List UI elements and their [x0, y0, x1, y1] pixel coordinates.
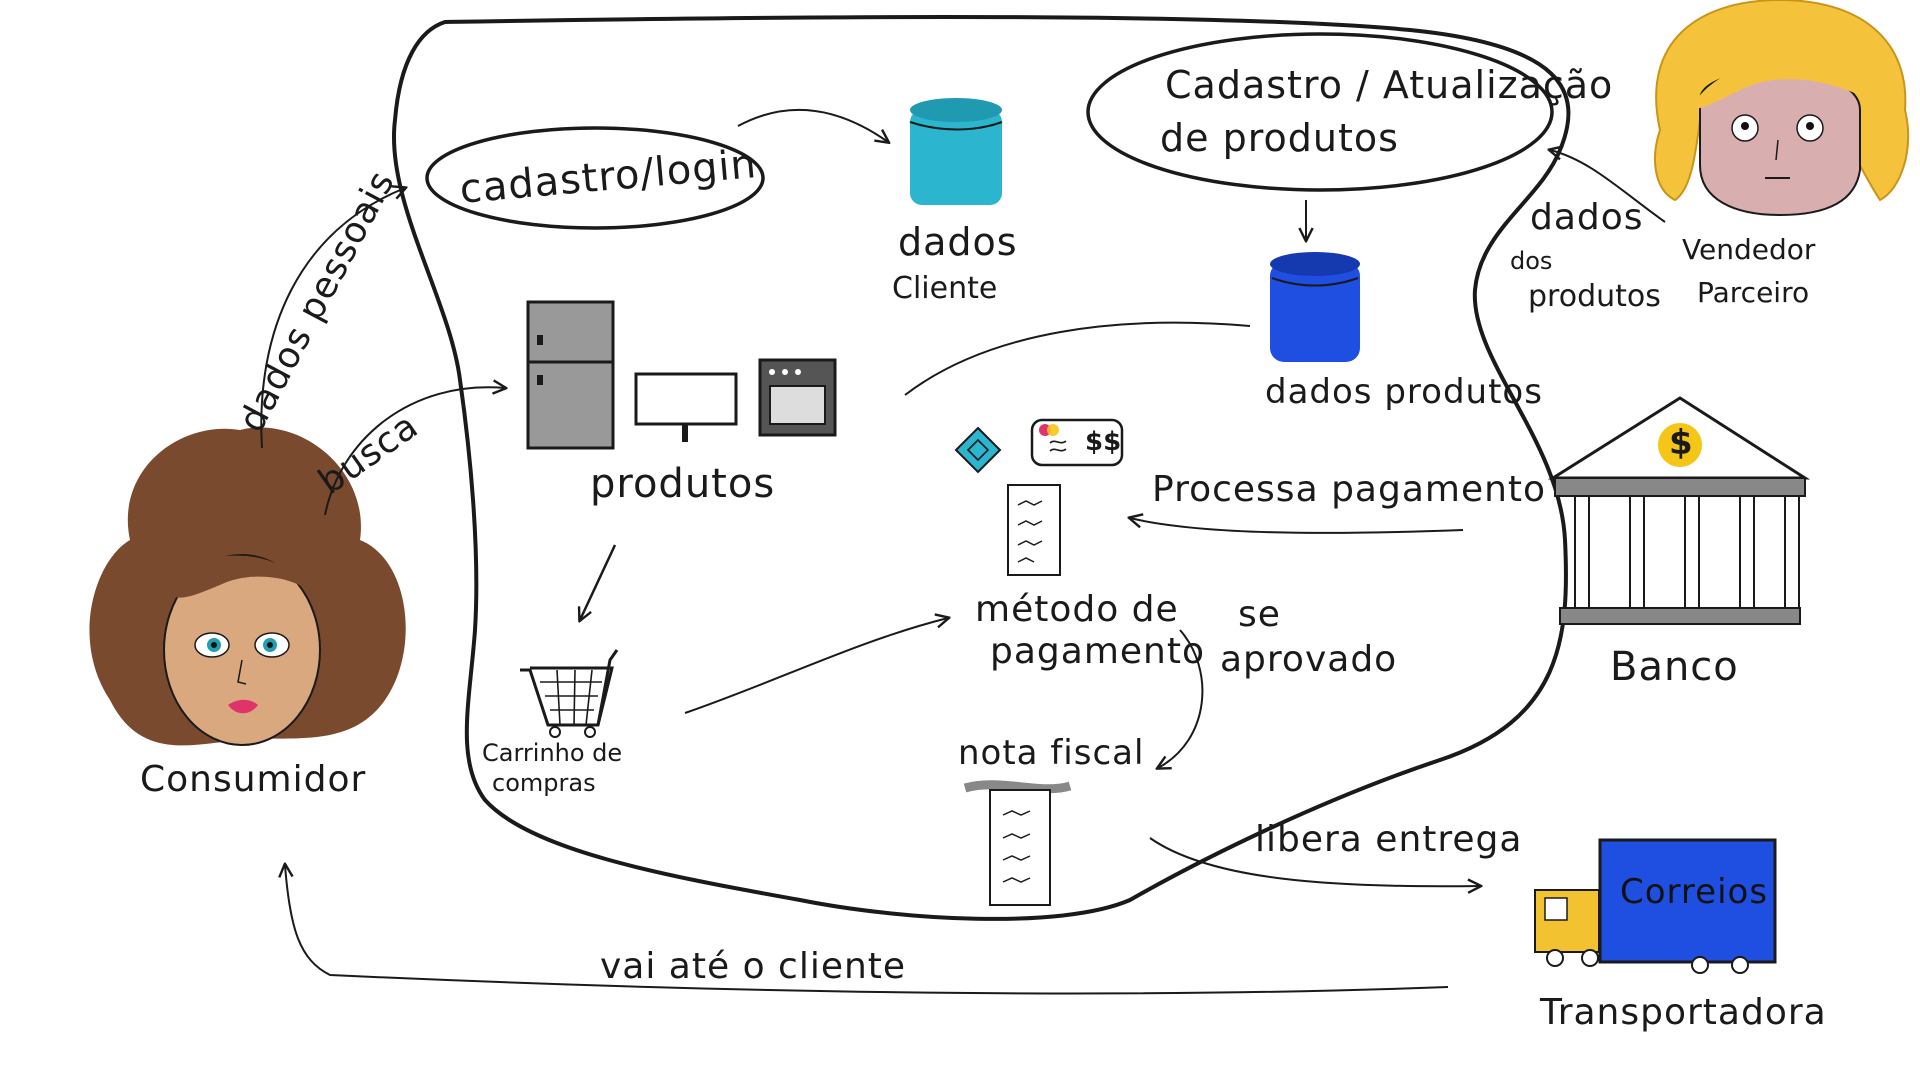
- flow-libera-entrega: [1149, 837, 1480, 886]
- database-icon: [909, 98, 1003, 205]
- label-nota-fiscal: nota fiscal: [958, 733, 1145, 773]
- label-banco: Banco: [1610, 644, 1739, 690]
- flow-login-to-db: [737, 108, 888, 142]
- label-vai-ate-cliente: vai até o cliente: [600, 946, 907, 987]
- seller-avatar-icon: [1654, 0, 1910, 217]
- flow-db-to-produtos: [904, 321, 1251, 396]
- receipt-icon: [1007, 484, 1061, 576]
- label-dados-produtos: dados produtos: [1265, 372, 1543, 412]
- label-metodo-1: método de: [975, 589, 1179, 630]
- label-card: $$: [1085, 427, 1122, 457]
- cadastro-produtos-process: [1086, 32, 1554, 192]
- label-dados-cliente-2: Cliente: [892, 271, 998, 306]
- shopping-cart-icon: [520, 649, 619, 738]
- label-libera-entrega: libera entrega: [1255, 819, 1523, 860]
- receipt-icon: [963, 780, 1072, 906]
- label-bank-symbol: $: [1669, 423, 1694, 463]
- label-processa-pagamento: Processa pagamento: [1152, 469, 1547, 510]
- label-se-aprovado-1: se: [1238, 594, 1281, 635]
- flow-produtos-to-carrinho: [580, 544, 617, 620]
- label-se-aprovado-2: aprovado: [1220, 639, 1398, 680]
- label-produtos: produtos: [590, 461, 776, 507]
- flow-carrinho-to-metodo: [684, 618, 948, 714]
- flow-busca: [324, 387, 505, 516]
- truck-icon: [1534, 838, 1777, 974]
- database-icon: [1270, 252, 1360, 362]
- label-consumidor: Consumidor: [140, 759, 367, 800]
- label-cadastro-atualizacao-2: de produtos: [1160, 116, 1399, 160]
- flow-dados-pessoais: [260, 188, 405, 449]
- label-dados-dos-produtos-1: dados: [1530, 197, 1644, 238]
- label-metodo-2: pagamento: [990, 631, 1205, 672]
- flow-vendedor-dados: [1550, 150, 1666, 223]
- monitor-icon: [634, 372, 738, 442]
- label-dados-cliente-1: dados: [898, 220, 1018, 264]
- label-correios: Correios: [1620, 872, 1769, 912]
- label-dados-dos-produtos-2: dos: [1510, 247, 1553, 275]
- bank-icon: [1547, 396, 1811, 625]
- flow-se-aprovado: [1158, 629, 1204, 768]
- oven-icon: [758, 358, 837, 437]
- label-carrinho-1: Carrinho de: [482, 739, 623, 767]
- fridge-icon: [526, 300, 615, 450]
- label-vendedor-2: Parceiro: [1697, 276, 1810, 309]
- label-dados-dos-produtos-3: produtos: [1528, 279, 1661, 314]
- label-cadastro-atualizacao-1: Cadastro / Atualização: [1165, 63, 1614, 107]
- label-vendedor-1: Vendedor: [1682, 233, 1816, 266]
- label-transportadora: Transportadora: [1540, 992, 1827, 1033]
- flow-vai-ate-cliente: [285, 865, 1449, 995]
- system-boundary: [391, 15, 1571, 921]
- pix-icon: [954, 426, 1002, 474]
- label-carrinho-2: compras: [492, 769, 596, 797]
- flow-banco-to-metodo: [1130, 518, 1464, 534]
- cadastro-login-process: [425, 126, 765, 230]
- credit-card-icon: [1030, 418, 1124, 467]
